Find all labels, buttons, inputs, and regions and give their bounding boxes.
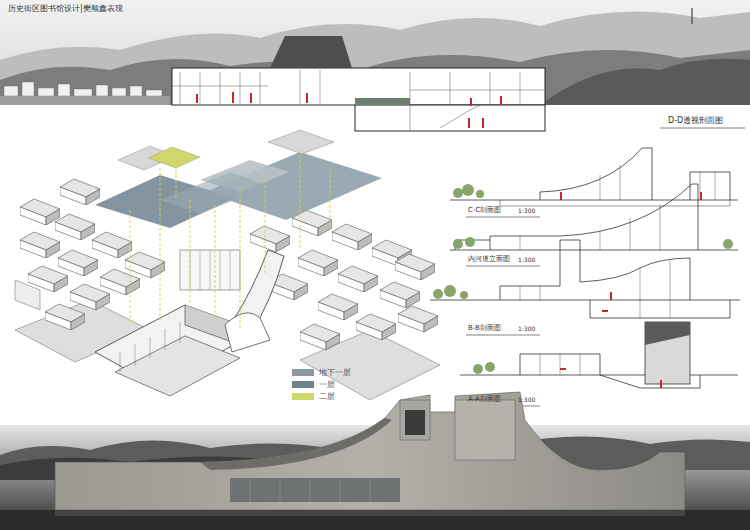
legend-text: 二层 bbox=[319, 391, 335, 402]
scale-label: 1:300 bbox=[518, 325, 535, 332]
legend-swatch bbox=[292, 369, 314, 376]
legend-swatch bbox=[292, 381, 314, 388]
legend-text: 一层 bbox=[319, 379, 335, 390]
board-title: 历史街区图书馆设计|樊顺鑫表现 bbox=[8, 4, 123, 14]
elevation-band bbox=[0, 392, 750, 530]
legend-row: 地下一层 bbox=[292, 366, 351, 378]
landscape-band bbox=[0, 0, 750, 105]
section-caption: B-B剖面图 bbox=[468, 324, 501, 332]
axonometric-drawing bbox=[15, 130, 440, 400]
legend-row: 一层 bbox=[292, 378, 351, 390]
figure-symbols bbox=[560, 192, 702, 388]
scale-label: 1:300 bbox=[518, 207, 535, 214]
section-caption: 内河道立面图 bbox=[468, 255, 510, 263]
section-caption: D-D透视剖面图 bbox=[668, 116, 723, 126]
scale-label: 1:300 bbox=[518, 256, 535, 263]
section-drawings bbox=[430, 148, 740, 388]
section-caption: A-A剖面图 bbox=[468, 395, 501, 403]
scale-label: 1:300 bbox=[518, 396, 535, 403]
legend-text: 地下一层 bbox=[319, 367, 351, 378]
caption-rules bbox=[466, 217, 540, 406]
legend: 地下一层一层二层 bbox=[292, 366, 351, 402]
perspective-section bbox=[172, 36, 745, 131]
tree-symbols bbox=[433, 184, 733, 374]
section-caption: C-C剖面图 bbox=[468, 206, 501, 214]
legend-row: 二层 bbox=[292, 390, 351, 402]
legend-swatch bbox=[292, 393, 314, 400]
